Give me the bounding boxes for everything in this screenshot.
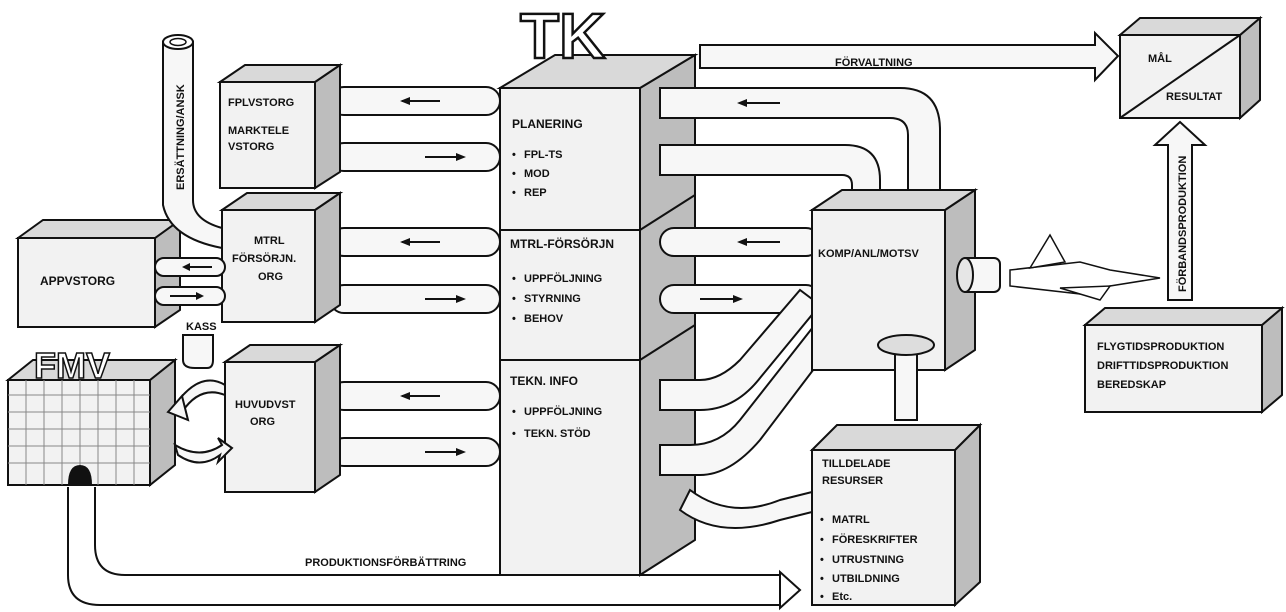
tk-tekn-title: TEKN. INFO — [510, 374, 578, 388]
marktele-label-1: MARKTELE — [228, 125, 289, 137]
tk-mtrl-bullet-1: • — [512, 273, 516, 285]
resurser-bullet-2: • — [820, 534, 824, 546]
tk-planering-bullet-1: • — [512, 149, 516, 161]
marktele-label-2: VSTORG — [228, 141, 274, 153]
resurser-bullet-4: • — [820, 573, 824, 585]
flygtid-label: FLYGTIDSPRODUKTION — [1097, 341, 1224, 353]
tk-tekn-item-2: TEKN. STÖD — [524, 427, 591, 440]
huvudvst-label-1: HUVUDVST — [235, 399, 296, 411]
mtrl-org-label-1: MTRL — [254, 235, 285, 247]
drifttid-label: DRIFTTIDSPRODUKTION — [1097, 360, 1228, 372]
resurser-item-3: UTRUSTNING — [832, 554, 904, 566]
forbandsproduktion-label: FÖRBANDSPRODUKTION — [1176, 156, 1189, 292]
tk-tekn-bullet-1: • — [512, 406, 516, 418]
tk-mtrl-bullet-3: • — [512, 313, 516, 325]
engine-nozzle — [957, 258, 1000, 292]
tilldelade-label-2: RESURSER — [822, 475, 883, 487]
resultat-label: RESULTAT — [1166, 91, 1222, 103]
fmv-exchange-arrows — [168, 381, 232, 463]
aircraft-icon — [1010, 235, 1160, 300]
tk-mtrl-bullet-2: • — [512, 293, 516, 305]
tk-planering-item-1: FPL-TS — [524, 149, 563, 161]
tk-planering-bullet-3: • — [512, 187, 516, 199]
produktionsforbattring-label: PRODUKTIONSFÖRBÄTTRING — [305, 556, 466, 569]
appvstorg-label: APPVSTORG — [40, 274, 115, 288]
resurser-bullet-3: • — [820, 554, 824, 566]
forvaltning-label: FÖRVALTNING — [835, 56, 913, 69]
ersattning-pipe — [163, 35, 222, 248]
tk-planering-item-2: MOD — [524, 168, 550, 180]
fplvstorg-label: FPLVSTORG — [228, 97, 294, 109]
tk-planering-title: PLANERING — [512, 117, 583, 131]
resurser-bullet-1: • — [820, 514, 824, 526]
resurser-item-4: UTBILDNING — [832, 573, 900, 585]
fmv-title: FMV — [34, 345, 110, 386]
pedestal — [878, 335, 934, 420]
resurser-item-5: Etc. — [832, 591, 852, 603]
box-huvudvst — [225, 345, 340, 492]
right-pipe-arrows — [700, 99, 780, 303]
box-mal-resultat — [1120, 18, 1260, 118]
tk-mtrl-item-2: STYRNING — [524, 293, 581, 305]
tk-planering-item-3: REP — [524, 187, 547, 199]
tk-planering-bullet-2: • — [512, 168, 516, 180]
left-pipes — [330, 87, 500, 466]
resurser-bullet-5: • — [820, 591, 824, 603]
ersattning-label: ERSÄTTNING/ANSK — [174, 84, 187, 190]
tk-tekn-bullet-2: • — [512, 428, 516, 440]
mtrl-org-label-3: ORG — [258, 271, 283, 283]
kass-label: KASS — [186, 321, 217, 333]
huvudvst-label-2: ORG — [250, 416, 275, 428]
resurser-item-1: MATRL — [832, 514, 870, 526]
resurser-item-2: FÖRESKRIFTER — [832, 533, 918, 546]
komp-label: KOMP/ANL/MOTSV — [818, 248, 919, 260]
tk-mtrl-title: MTRL-FÖRSÖRJN — [510, 236, 614, 251]
tk-tekn-item-1: UPPFÖLJNING — [524, 405, 602, 418]
mal-label: MÅL — [1148, 52, 1172, 65]
kass-pipe — [183, 335, 213, 368]
tilldelade-label-1: TILLDELADE — [822, 458, 890, 470]
mtrl-org-label-2: FÖRSÖRJN. — [232, 252, 296, 265]
tk-mtrl-item-1: UPPFÖLJNING — [524, 272, 602, 285]
tk-title: TK — [520, 0, 605, 72]
beredskap-label: BEREDSKAP — [1097, 379, 1166, 391]
tk-mtrl-item-3: BEHOV — [524, 313, 564, 325]
